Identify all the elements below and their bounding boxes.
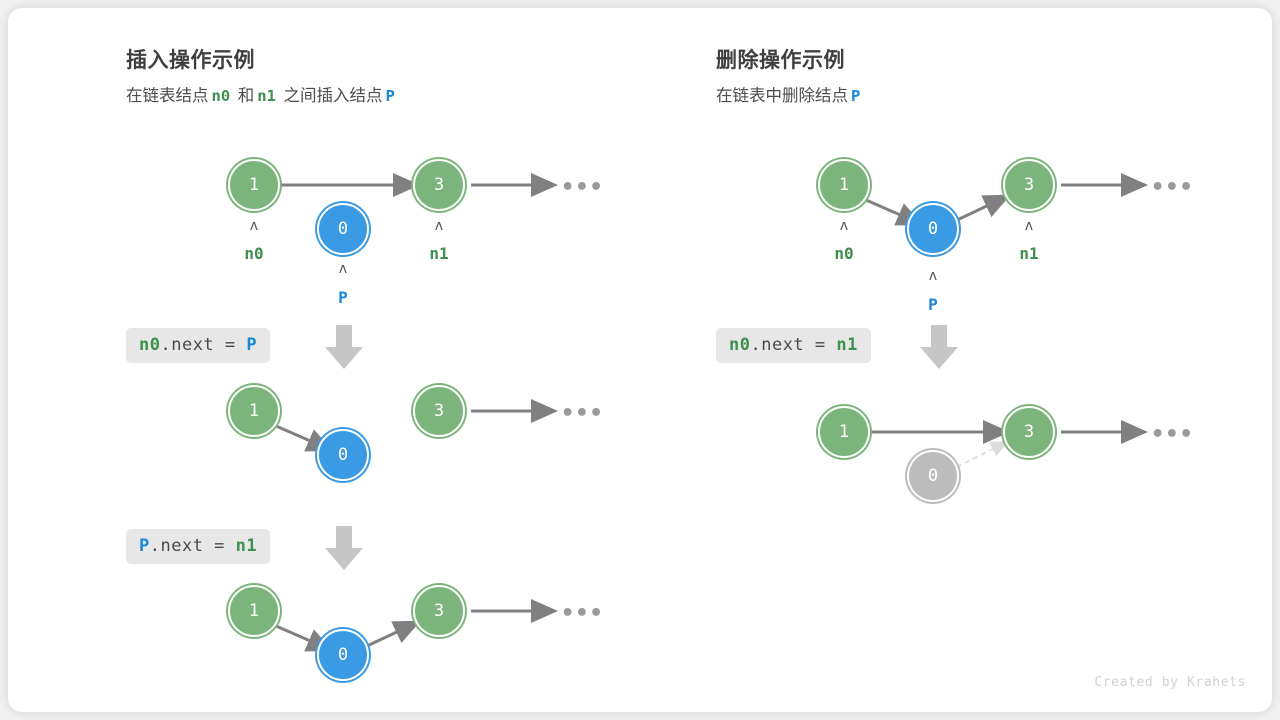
node-n1-r2[interactable]: 3 (1003, 406, 1055, 458)
node-value: 3 (433, 601, 445, 621)
node-value: 0 (337, 645, 349, 665)
code-source: P (246, 335, 258, 355)
code-middle: .next = (149, 536, 236, 556)
node-value: 1 (248, 601, 260, 621)
code-source: n1 (235, 536, 258, 556)
pointer-label-n0-step1: n0 (244, 244, 264, 263)
node-p-step2[interactable]: 0 (317, 429, 369, 481)
subtitle-ref-n0: n0 (211, 87, 231, 105)
code-source: n1 (836, 335, 858, 355)
node-n0-step1[interactable]: 1 (228, 159, 280, 211)
caret-icon-n0-step1: ʌ (249, 218, 259, 234)
node-n0-step2[interactable]: 1 (228, 385, 280, 437)
code-middle: .next = (160, 335, 247, 355)
down-arrow-icon-2 (325, 526, 363, 570)
node-value: 1 (248, 401, 260, 421)
node-n0-step3[interactable]: 1 (228, 585, 280, 637)
caret-icon-n1-r1: ʌ (1024, 218, 1034, 234)
node-n1-step1[interactable]: 3 (413, 159, 465, 211)
ellipsis-step1: ••• (561, 175, 604, 200)
panel-title-insert: 插入操作示例 (126, 49, 255, 72)
node-n0-r2[interactable]: 1 (818, 406, 870, 458)
node-value: 3 (433, 175, 445, 195)
subtitle-ref-p: P (851, 87, 861, 105)
credit-text: Created by Krahets (1094, 675, 1246, 690)
down-arrow-icon-r1 (920, 325, 958, 369)
code-target: n0 (729, 335, 751, 355)
panel-title-delete: 删除操作示例 (716, 49, 845, 72)
edge-p-to-n1-r1 (956, 194, 1011, 222)
node-value: 0 (927, 466, 939, 486)
code-chip-delete-1: n0.next = n1 (716, 328, 871, 363)
node-n1-step2[interactable]: 3 (413, 385, 465, 437)
node-value: 0 (337, 219, 349, 239)
node-p-step1[interactable]: 0 (317, 203, 369, 255)
code-chip-insert-2: P.next = n1 (126, 529, 271, 564)
node-value: 3 (433, 401, 445, 421)
pointer-label-p-step1: P (338, 288, 348, 307)
subtitle-ref-n1: n1 (257, 87, 276, 105)
node-value: 3 (1023, 422, 1035, 442)
pointer-label-p-r1: P (928, 295, 938, 314)
code-chip-insert-1: n0.next = P (126, 328, 271, 363)
node-value: 1 (838, 175, 850, 195)
node-value: 1 (248, 175, 260, 195)
caret-icon-n0-r1: ʌ (839, 218, 849, 234)
caret-icon-p-r1: ʌ (928, 268, 938, 284)
pointer-label-n1-step1: n1 (429, 244, 449, 263)
node-value: 3 (1023, 175, 1035, 195)
ellipsis-step3: ••• (561, 601, 604, 626)
ellipsis-step2: ••• (561, 401, 604, 426)
edge-p-to-n1-step3 (366, 620, 421, 648)
node-p-r1[interactable]: 0 (907, 203, 959, 255)
node-value: 0 (927, 219, 939, 239)
ellipsis-r1: ••• (1151, 175, 1194, 200)
code-target: P (139, 536, 150, 556)
subtitle-text-part2: 和 (237, 87, 255, 105)
node-value: 1 (838, 422, 850, 442)
code-target: n0 (139, 335, 161, 355)
node-n0-r1[interactable]: 1 (818, 159, 870, 211)
ellipsis-r2: ••• (1151, 422, 1194, 447)
subtitle-text-part1: 在链表结点 (126, 87, 209, 105)
node-value: 0 (337, 445, 349, 465)
caret-icon-p-step1: ʌ (338, 261, 348, 277)
subtitle-text-part1: 在链表中删除结点 (716, 87, 848, 105)
edge-removed-p-to-n1-r2 (956, 441, 1009, 468)
node-n1-r1[interactable]: 3 (1003, 159, 1055, 211)
subtitle-ref-p: P (385, 87, 395, 105)
code-middle: .next = (750, 335, 837, 355)
node-n1-step3[interactable]: 3 (413, 585, 465, 637)
pointer-label-n0-r1: n0 (834, 244, 854, 263)
subtitle-text-part3: 之间插入结点 (283, 87, 383, 105)
down-arrow-icon-1 (325, 325, 363, 369)
pointer-label-n1-r1: n1 (1019, 244, 1039, 263)
caret-icon-n1-step1: ʌ (434, 218, 444, 234)
node-p-step3[interactable]: 0 (317, 629, 369, 681)
node-removed-p-r2[interactable]: 0 (907, 450, 959, 502)
